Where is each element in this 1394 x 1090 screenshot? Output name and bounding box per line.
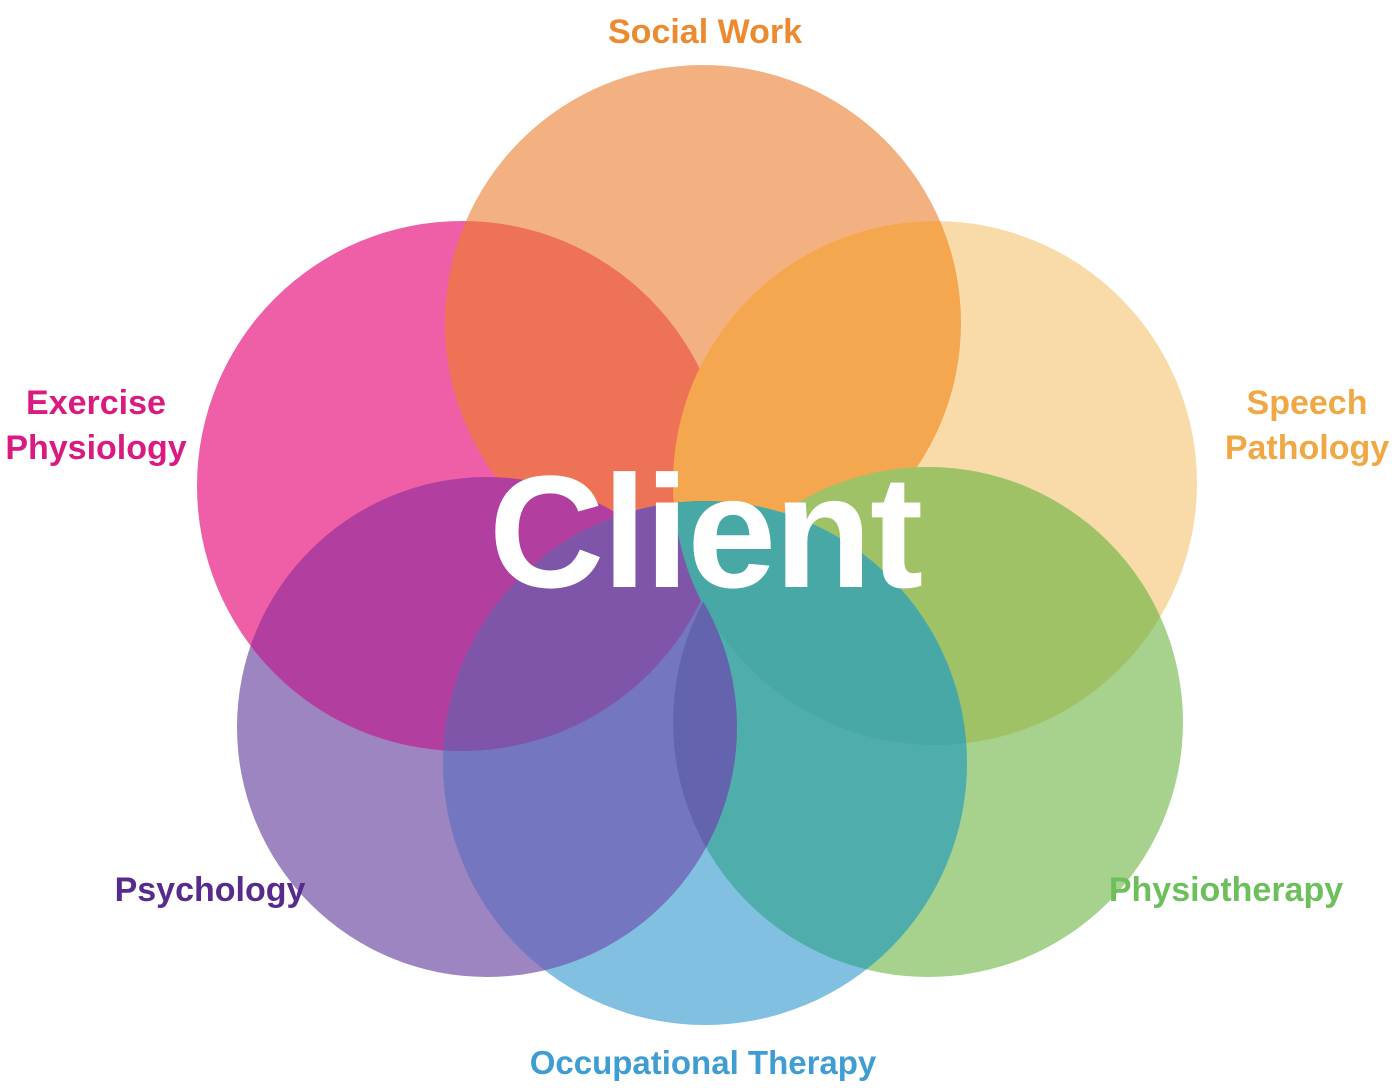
label-exercise-physiology-line1: Exercise bbox=[26, 384, 166, 422]
overlap-speech-occupational-fill bbox=[673, 501, 967, 745]
label-speech-pathology-line1: Speech bbox=[1247, 384, 1368, 422]
label-occupational-therapy: Occupational Therapy bbox=[530, 1044, 877, 1081]
label-speech-pathology-line2: Pathology bbox=[1225, 429, 1389, 467]
label-physiotherapy: Physiotherapy bbox=[1109, 871, 1343, 909]
overlap-exercise-occupational-fill bbox=[443, 501, 727, 751]
overlap-exercise-occupational bbox=[443, 501, 727, 751]
label-social-work: Social Work bbox=[608, 13, 802, 51]
label-psychology: Psychology bbox=[115, 871, 306, 909]
client-center-label: Client bbox=[489, 442, 922, 621]
overlap-speech-occupational bbox=[673, 501, 967, 745]
label-exercise-physiology-line2: Physiology bbox=[5, 429, 186, 467]
